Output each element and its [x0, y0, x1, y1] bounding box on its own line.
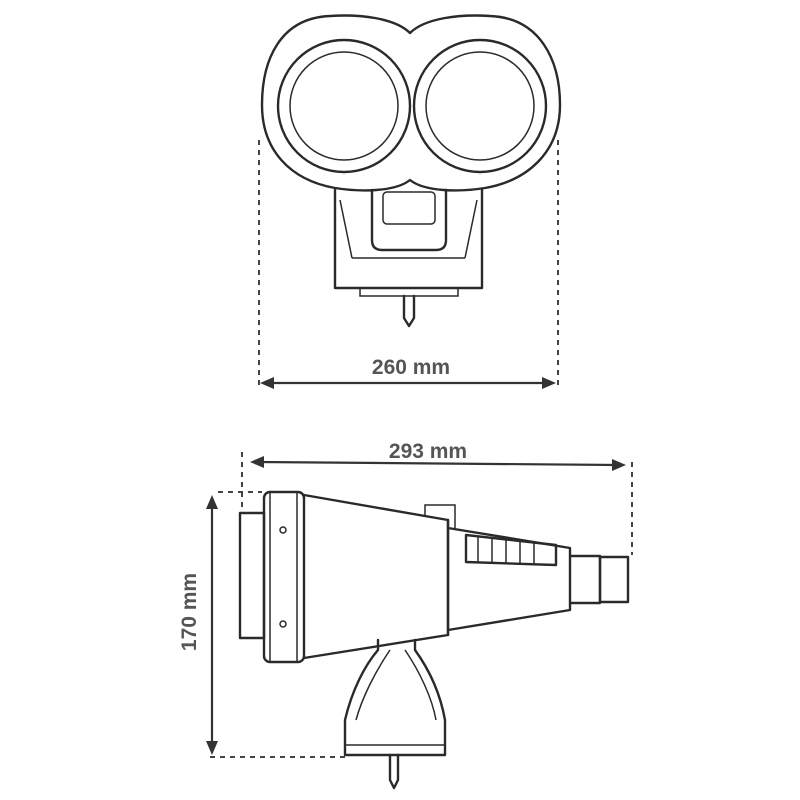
- left-lens-inner: [289, 51, 399, 161]
- side-length-label: 293 mm: [389, 440, 467, 463]
- left-lens-outer: [276, 38, 412, 174]
- side-view: [238, 490, 630, 790]
- front-view: [260, 14, 562, 328]
- side-view-grip: [464, 533, 558, 567]
- front-width-dimension: 260 mm: [258, 140, 559, 389]
- front-width-label: 260 mm: [372, 356, 450, 379]
- side-view-body: [302, 493, 450, 660]
- side-height-label: 170 mm: [178, 573, 201, 651]
- right-lens-inner: [425, 51, 535, 161]
- right-lens-outer: [412, 38, 548, 174]
- front-view-housing: [260, 14, 562, 192]
- side-height-dimension: 170 mm: [178, 491, 345, 758]
- side-length-dimension: 293 mm: [241, 440, 633, 555]
- front-view-mount: [333, 188, 484, 328]
- side-view-mount: [343, 638, 447, 757]
